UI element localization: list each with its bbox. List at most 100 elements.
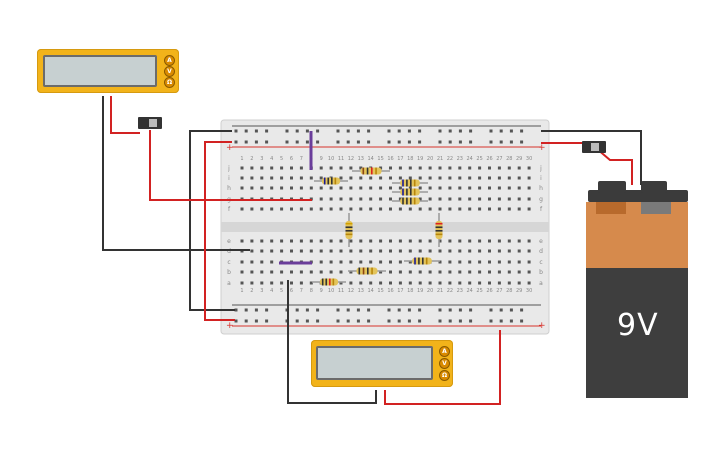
rail-hole[interactable] xyxy=(469,308,473,312)
terminal-hole[interactable] xyxy=(379,176,383,180)
terminal-hole[interactable] xyxy=(488,260,491,264)
resistor[interactable] xyxy=(345,213,353,247)
terminal-hole[interactable] xyxy=(428,281,432,285)
rail-hole[interactable] xyxy=(336,129,340,133)
terminal-hole[interactable] xyxy=(497,197,501,201)
terminal-hole[interactable] xyxy=(418,197,422,201)
terminal-hole[interactable] xyxy=(389,197,392,201)
resistor[interactable] xyxy=(392,197,428,205)
terminal-hole[interactable] xyxy=(418,281,422,285)
terminal-hole[interactable] xyxy=(329,270,333,274)
terminal-hole[interactable] xyxy=(497,239,501,243)
terminal-hole[interactable] xyxy=(517,186,521,190)
terminal-hole[interactable] xyxy=(240,281,244,285)
rail-hole[interactable] xyxy=(499,308,503,312)
terminal-hole[interactable] xyxy=(408,176,412,180)
rail-hole[interactable] xyxy=(407,129,411,133)
terminal-hole[interactable] xyxy=(428,249,432,253)
terminal-hole[interactable] xyxy=(448,186,452,190)
terminal-hole[interactable] xyxy=(507,281,511,285)
terminal-hole[interactable] xyxy=(240,176,244,180)
terminal-hole[interactable] xyxy=(398,166,402,170)
terminal-hole[interactable] xyxy=(389,270,392,274)
terminal-hole[interactable] xyxy=(299,270,303,274)
terminal-hole[interactable] xyxy=(488,249,491,253)
terminal-hole[interactable] xyxy=(507,166,511,170)
resistors[interactable] xyxy=(312,167,443,286)
rail-hole[interactable] xyxy=(295,129,299,133)
rail-hole[interactable] xyxy=(499,140,503,144)
resistor[interactable] xyxy=(392,179,428,187)
multimeter-bottom-mode-ohm[interactable]: Ω xyxy=(439,370,450,381)
terminal-hole[interactable] xyxy=(478,239,482,243)
rail-hole[interactable] xyxy=(407,319,411,323)
terminal-hole[interactable] xyxy=(379,239,383,243)
terminal-hole[interactable] xyxy=(349,239,353,243)
terminal-hole[interactable] xyxy=(497,176,501,180)
terminal-hole[interactable] xyxy=(339,186,343,190)
terminal-hole[interactable] xyxy=(290,186,293,190)
terminal-hole[interactable] xyxy=(379,197,383,201)
terminal-hole[interactable] xyxy=(458,186,462,190)
terminal-hole[interactable] xyxy=(488,239,491,243)
rail-hole[interactable] xyxy=(448,140,452,144)
rail-hole[interactable] xyxy=(265,129,269,133)
terminal-hole[interactable] xyxy=(418,249,422,253)
rail-hole[interactable] xyxy=(397,129,401,133)
resistor[interactable] xyxy=(348,267,386,275)
terminal-hole[interactable] xyxy=(438,239,442,243)
rail-hole[interactable] xyxy=(356,140,360,144)
terminal-hole[interactable] xyxy=(260,249,264,253)
terminal-hole[interactable] xyxy=(428,186,432,190)
resistor[interactable] xyxy=(312,278,346,286)
terminal-hole[interactable] xyxy=(458,207,462,211)
terminal-hole[interactable] xyxy=(527,270,531,274)
terminal-hole[interactable] xyxy=(448,176,452,180)
rail-hole[interactable] xyxy=(305,140,309,144)
terminal-hole[interactable] xyxy=(398,281,402,285)
rail-hole[interactable] xyxy=(305,308,309,312)
terminal-hole[interactable] xyxy=(517,239,521,243)
terminal-hole[interactable] xyxy=(389,239,392,243)
rail-hole[interactable] xyxy=(438,140,442,144)
rail-hole[interactable] xyxy=(305,319,309,323)
terminal-hole[interactable] xyxy=(497,186,501,190)
terminal-hole[interactable] xyxy=(408,260,412,264)
terminal-hole[interactable] xyxy=(458,270,462,274)
multimeter-bottom[interactable]: A V Ω xyxy=(311,340,453,387)
rail-hole[interactable] xyxy=(387,319,391,323)
terminal-hole[interactable] xyxy=(260,260,264,264)
rail-hole[interactable] xyxy=(367,319,371,323)
terminal-hole[interactable] xyxy=(458,176,462,180)
terminal-hole[interactable] xyxy=(389,249,392,253)
rail-hole[interactable] xyxy=(254,140,258,144)
terminal-hole[interactable] xyxy=(458,281,462,285)
resistor[interactable] xyxy=(404,257,440,265)
rail-hole[interactable] xyxy=(367,308,371,312)
rail-hole[interactable] xyxy=(234,140,238,144)
terminal-hole[interactable] xyxy=(240,239,244,243)
rail-hole[interactable] xyxy=(356,319,360,323)
rail-hole[interactable] xyxy=(234,129,238,133)
multimeter-bottom-mode-a[interactable]: A xyxy=(439,346,450,357)
terminal-hole[interactable] xyxy=(319,166,323,170)
terminal-hole[interactable] xyxy=(379,270,383,274)
terminal-hole[interactable] xyxy=(359,197,363,201)
terminal-hole[interactable] xyxy=(418,270,422,274)
terminal-hole[interactable] xyxy=(339,260,343,264)
rail-hole[interactable] xyxy=(418,319,422,323)
terminal-hole[interactable] xyxy=(517,270,521,274)
rail-hole[interactable] xyxy=(387,129,391,133)
terminal-hole[interactable] xyxy=(270,207,274,211)
terminal-hole[interactable] xyxy=(497,260,501,264)
rail-hole[interactable] xyxy=(458,308,462,312)
terminal-hole[interactable] xyxy=(329,197,333,201)
terminal-hole[interactable] xyxy=(290,270,293,274)
rail-hole[interactable] xyxy=(520,319,524,323)
terminal-hole[interactable] xyxy=(418,207,422,211)
terminal-hole[interactable] xyxy=(448,249,452,253)
terminal-hole[interactable] xyxy=(240,186,244,190)
terminal-hole[interactable] xyxy=(517,281,521,285)
terminal-hole[interactable] xyxy=(250,260,254,264)
rail-hole[interactable] xyxy=(509,140,513,144)
